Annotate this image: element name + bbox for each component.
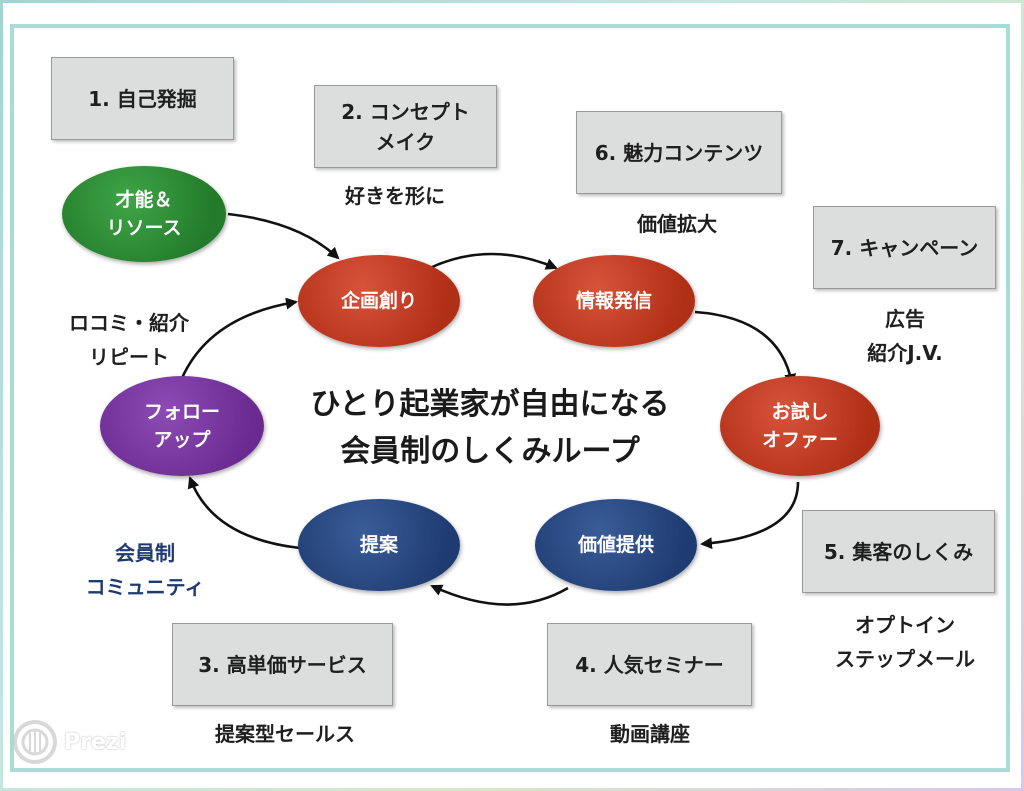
diagram-title: ひとり起業家が自由になる 会員制のしくみループ: [310, 387, 670, 469]
annotation-video-course: 動画講座: [610, 722, 690, 746]
node-info-sending: 情報発信: [533, 255, 695, 347]
step-box-1: 1. 自己発掘: [51, 57, 234, 140]
node-talent-resources: 才能＆ リソース: [62, 166, 226, 262]
arrow-follow-to-planning: [180, 297, 298, 379]
node-follow-up: フォロー アップ: [100, 376, 264, 476]
arrow-proposal-to-follow: [187, 476, 301, 550]
node-proposal-label: 提案: [359, 533, 398, 556]
step-box-4: 4. 人気セミナー: [547, 623, 752, 706]
arrow-info-to-trial: [694, 310, 797, 386]
node-value-label: 価値提供: [577, 533, 654, 556]
prezi-watermark: Prezi: [12, 712, 142, 772]
annotation-optin: オプトイン ステップメール: [835, 613, 975, 671]
step-label-2: 2. コンセプト メイク: [341, 99, 470, 154]
step-box-5: 5. 集客のしくみ: [802, 510, 995, 593]
node-trial-label: お試し オファー: [761, 400, 838, 452]
prezi-wordmark: Prezi: [64, 729, 127, 755]
node-value-delivery: 価値提供: [535, 499, 697, 591]
prezi-logo-icon: [13, 720, 57, 764]
step-box-2: 2. コンセプト メイク: [314, 85, 497, 168]
node-trial-offer: お試し オファー: [720, 376, 880, 476]
node-planning-label: 企画創り: [340, 289, 417, 312]
arrow-talent-to-planning: [227, 212, 340, 260]
node-planning: 企画創り: [298, 255, 460, 347]
arrow-trial-to-value: [700, 481, 800, 550]
node-follow-label: フォロー アップ: [143, 400, 220, 452]
step-label-1: 1. 自己発掘: [88, 86, 197, 111]
step-label-4: 4. 人気セミナー: [575, 652, 724, 677]
node-proposal: 提案: [298, 499, 460, 591]
arrow-planning-to-info: [429, 252, 558, 270]
node-talent-label: 才能＆ リソース: [106, 188, 182, 240]
step-box-7: 7. キャンペーン: [813, 206, 996, 289]
step-label-3: 3. 高単価サービス: [198, 652, 367, 677]
annotation-ads-referral: 広告 紹介J.V.: [867, 307, 943, 365]
annotation-proposal-sales: 提案型セールス: [215, 722, 355, 746]
annotation-value-expand: 価値拡大: [637, 212, 717, 236]
step-box-3: 3. 高単価サービス: [172, 623, 393, 706]
arrow-value-to-proposal: [430, 584, 569, 606]
step-label-7: 7. キャンペーン: [830, 235, 979, 260]
step-label-6: 6. 魅力コンテンツ: [594, 140, 764, 165]
step-box-6: 6. 魅力コンテンツ: [576, 111, 782, 194]
annotation-concept: 好きを形に: [345, 184, 445, 208]
annotation-word-of-mouth: ロコミ・紹介 リピート: [69, 311, 189, 369]
node-info-label: 情報発信: [575, 289, 652, 312]
step-label-5: 5. 集客のしくみ: [823, 539, 974, 564]
annotation-community: 会員制 コミュニティ: [85, 541, 205, 599]
